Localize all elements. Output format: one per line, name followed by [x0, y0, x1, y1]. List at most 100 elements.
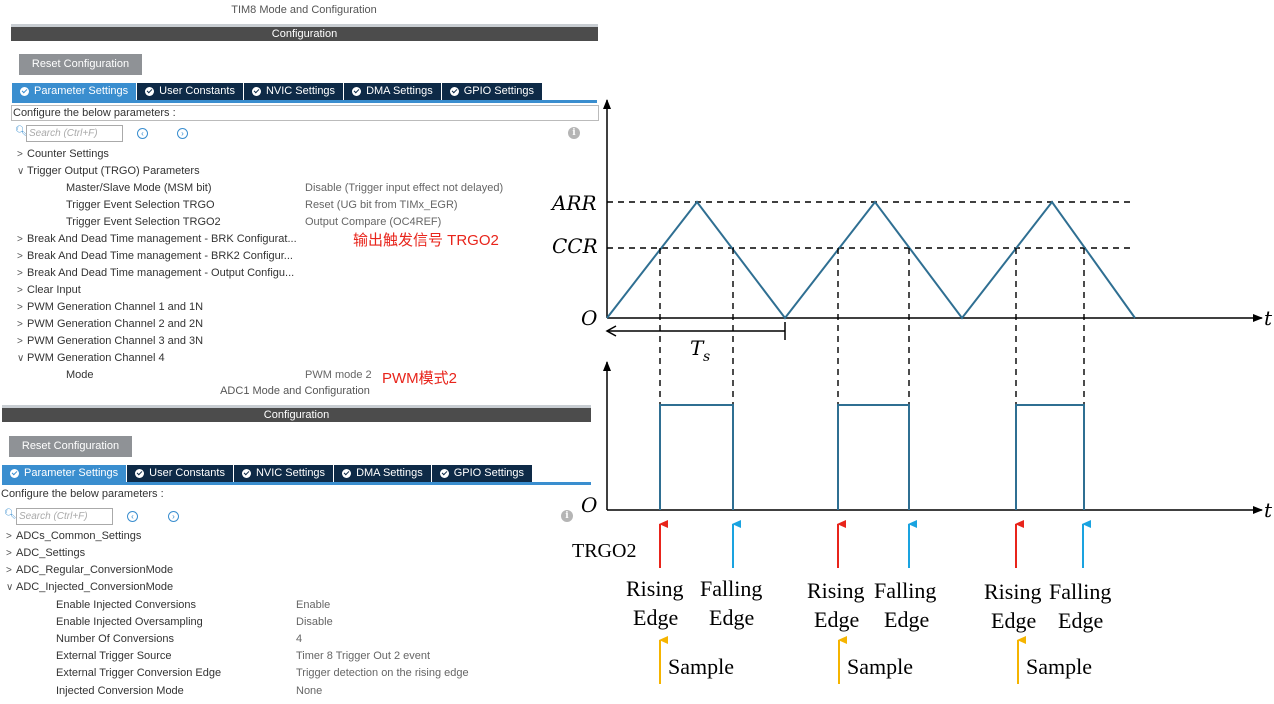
origin-label-top: O — [581, 306, 597, 330]
tree-adc-settings[interactable]: >ADC_Settings — [6, 545, 85, 562]
chevron-right-icon: > — [17, 149, 23, 160]
adc1-tab-bar: Parameter Settings User Constants NVIC S… — [2, 465, 591, 485]
search-icon: 🔍︎ — [15, 126, 28, 137]
param-ext-trigger-source-label: External Trigger Source — [56, 650, 172, 662]
param-injected-mode-value[interactable]: None — [296, 685, 323, 697]
param-enable-injected-value[interactable]: Enable — [296, 599, 331, 611]
param-num-conversions-label: Number Of Conversions — [56, 633, 174, 645]
chevron-right-icon: > — [6, 565, 12, 576]
tree-adcs-common[interactable]: >ADCs_Common_Settings — [6, 528, 141, 545]
adc1-tab-nvic-settings[interactable]: NVIC Settings — [233, 465, 334, 482]
tim8-search-input[interactable]: Search (Ctrl+F) — [26, 125, 123, 142]
param-enable-injected-label: Enable Injected Conversions — [56, 599, 197, 611]
adc1-reset-button[interactable]: Reset Configuration — [9, 436, 132, 457]
adc1-search-input[interactable]: Search (Ctrl+F) — [16, 508, 113, 525]
chevron-down-icon: ∨ — [17, 353, 25, 364]
param-ext-trigger-edge-value[interactable]: Trigger detection on the rising edge — [296, 667, 469, 679]
chevron-right-icon: > — [17, 268, 23, 279]
check-icon — [449, 87, 459, 96]
falling-edge-label: Edge — [1058, 608, 1103, 633]
tree-clear-input[interactable]: >Clear Input — [17, 282, 81, 299]
chevron-right-icon: > — [17, 234, 23, 245]
tree-pwm-ch1[interactable]: >PWM Generation Channel 1 and 1N — [17, 299, 203, 316]
param-trgo-value[interactable]: Reset (UG bit from TIMx_EGR) — [305, 199, 458, 211]
adc1-tab-user-constants[interactable]: User Constants — [127, 465, 233, 482]
tree-pwm-ch2[interactable]: >PWM Generation Channel 2 and 2N — [17, 316, 203, 333]
chevron-right-icon: > — [17, 285, 23, 296]
tim8-tab-bar: Parameter Settings User Constants NVIC S… — [12, 83, 597, 103]
origin-label-bottom: O — [581, 493, 597, 517]
info-icon[interactable]: i — [561, 510, 573, 522]
ccr-drop-lines — [659, 248, 1085, 405]
chevron-right-icon: > — [6, 531, 12, 542]
tim8-tab-user-constants[interactable]: User Constants — [137, 83, 243, 100]
sample-label: Sample — [1026, 654, 1092, 679]
adc1-tab-gpio-settings[interactable]: GPIO Settings — [431, 465, 533, 482]
chevron-right-icon: > — [17, 319, 23, 330]
chevron-right-icon: > — [17, 251, 23, 262]
trgo2-label: TRGO2 — [572, 540, 636, 562]
ts-label: T — [690, 336, 705, 360]
tree-adc-regular[interactable]: >ADC_Regular_ConversionMode — [6, 562, 173, 579]
sample-label: Sample — [668, 654, 734, 679]
ccr-label: CCR — [552, 234, 598, 258]
param-oversampling-value[interactable]: Disable — [296, 616, 333, 628]
rising-label: Rising — [626, 576, 683, 601]
tree-adc-injected[interactable]: ∨ADC_Injected_ConversionMode — [6, 579, 173, 596]
adc1-title: ADC1 Mode and Configuration — [220, 385, 370, 397]
search-prev-icon[interactable]: ‹ — [127, 511, 138, 522]
adc1-configure-text: Configure the below parameters : — [1, 488, 164, 500]
chevron-down-icon: ∨ — [6, 582, 14, 593]
time-label-bottom: t — [1264, 498, 1273, 522]
tree-pwm-ch4[interactable]: ∨PWM Generation Channel 4 — [17, 350, 165, 367]
param-msm-value[interactable]: Disable (Trigger input effect not delaye… — [305, 182, 504, 194]
check-icon — [439, 469, 449, 478]
trgo2-pulse — [837, 404, 910, 510]
param-num-conversions-value[interactable]: 4 — [296, 633, 303, 645]
search-next-icon[interactable]: › — [177, 128, 188, 139]
check-icon — [241, 469, 251, 478]
adc1-tab-parameter-settings[interactable]: Parameter Settings — [2, 465, 127, 482]
check-icon — [251, 87, 261, 96]
search-prev-icon[interactable]: ‹ — [137, 128, 148, 139]
tim8-reset-button[interactable]: Reset Configuration — [19, 54, 142, 75]
check-icon — [135, 469, 145, 478]
param-injected-mode-label: Injected Conversion Mode — [56, 685, 184, 697]
ts-subscript: s — [703, 349, 710, 365]
check-icon — [342, 469, 352, 478]
adc1-tab-dma-settings[interactable]: DMA Settings — [334, 465, 431, 482]
tim8-tab-dma-settings[interactable]: DMA Settings — [344, 83, 441, 100]
param-trgo-label: Trigger Event Selection TRGO — [66, 199, 215, 211]
triangle-carrier-wave — [606, 200, 1136, 320]
time-label-top: t — [1264, 306, 1273, 330]
tim8-title: TIM8 Mode and Configuration — [231, 4, 377, 16]
tim8-tab-parameter-settings[interactable]: Parameter Settings — [12, 83, 137, 100]
rising-label: Rising — [807, 578, 864, 603]
falling-label: Falling — [1049, 579, 1111, 604]
falling-label: Falling — [874, 578, 936, 603]
tree-counter-settings[interactable]: >Counter Settings — [17, 146, 109, 163]
arr-label: ARR — [550, 191, 597, 215]
tree-output-config[interactable]: >Break And Dead Time management - Output… — [17, 265, 294, 282]
falling-label: Falling — [700, 576, 762, 601]
check-icon — [10, 469, 19, 478]
param-trgo2-value[interactable]: Output Compare (OC4REF) — [305, 216, 442, 228]
falling-edge-label: Edge — [884, 607, 929, 632]
param-mode-value[interactable]: PWM mode 2 — [305, 369, 372, 381]
tree-trgo-parameters[interactable]: ∨Trigger Output (TRGO) Parameters — [17, 163, 200, 180]
falling-edge-label: Edge — [709, 605, 754, 630]
tim8-tab-gpio-settings[interactable]: GPIO Settings — [441, 83, 543, 100]
param-trgo2-label: Trigger Event Selection TRGO2 — [66, 216, 221, 228]
search-icon: 🔍︎ — [4, 509, 17, 520]
trgo2-pulse — [659, 404, 734, 510]
tree-brk2-config[interactable]: >Break And Dead Time management - BRK2 C… — [17, 248, 293, 265]
rising-label: Rising — [984, 579, 1041, 604]
tree-brk-config[interactable]: >Break And Dead Time management - BRK Co… — [17, 231, 297, 248]
tree-pwm-ch3[interactable]: >PWM Generation Channel 3 and 3N — [17, 333, 203, 350]
info-icon[interactable]: i — [568, 127, 580, 139]
search-next-icon[interactable]: › — [168, 511, 179, 522]
check-icon — [20, 87, 29, 96]
param-msm-label: Master/Slave Mode (MSM bit) — [66, 182, 212, 194]
tim8-tab-nvic-settings[interactable]: NVIC Settings — [243, 83, 344, 100]
param-ext-trigger-source-value[interactable]: Timer 8 Trigger Out 2 event — [296, 650, 431, 662]
